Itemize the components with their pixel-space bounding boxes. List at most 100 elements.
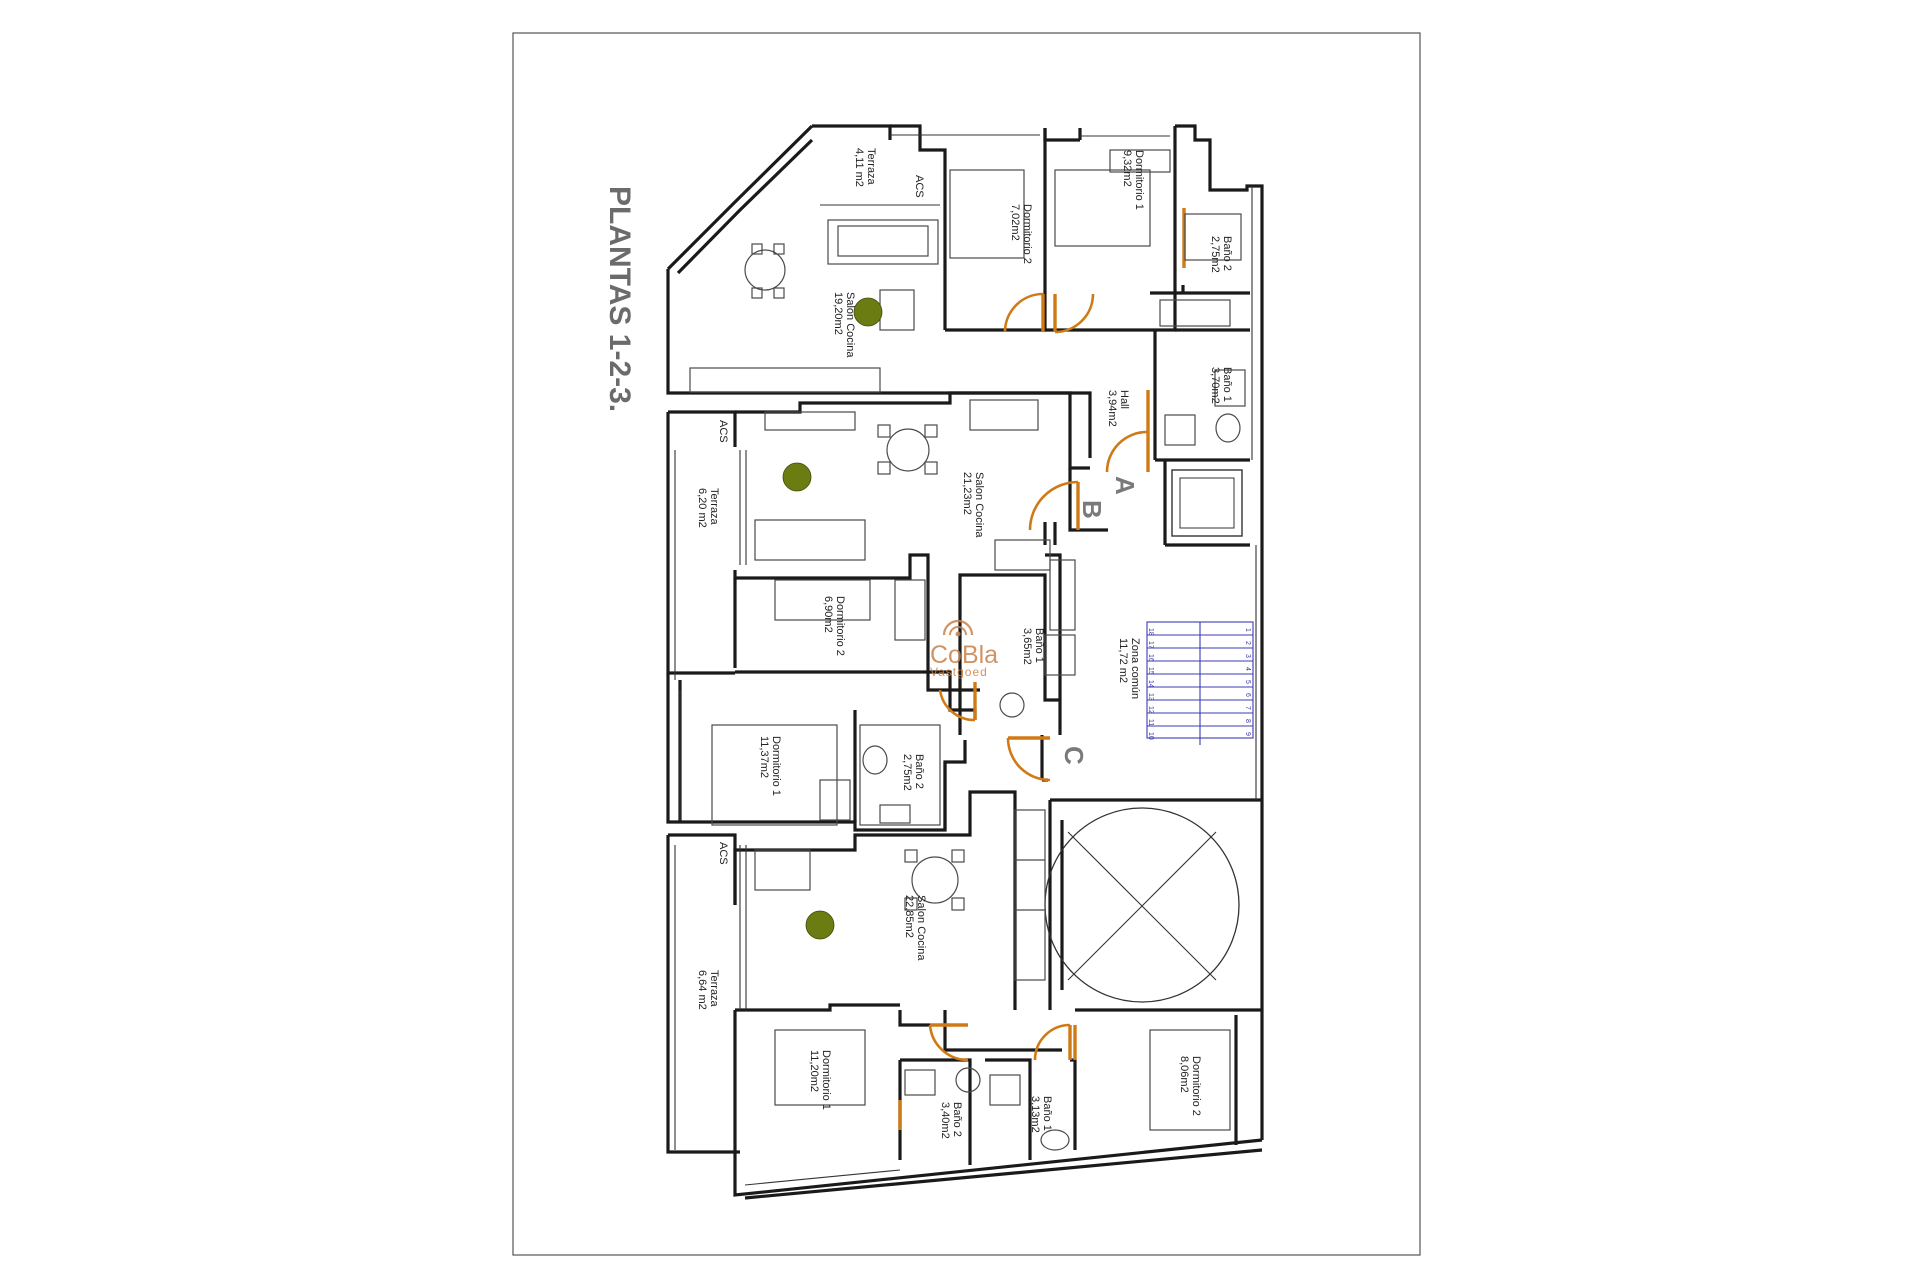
a-dorm1-area: 9,32m2 [1121,150,1133,187]
c-dorm2-area: 8,06m2 [1178,1056,1190,1093]
stair-step-8: 8 [1244,719,1251,723]
cobla-watermark-logo: CoBla Vastgoed [930,619,998,679]
b-bano1-name: Baño 1 [1033,628,1045,663]
stair-step-7: 7 [1244,706,1251,710]
c-bano2-name: Baño 2 [951,1102,963,1137]
stair-step-10: 10 [1147,732,1154,740]
svg-text:Dormitorio 19,32m2: Dormitorio 19,32m2 [1121,150,1145,210]
stair-step-4: 4 [1244,667,1251,671]
svg-text:Terraza4,11 m2: Terraza4,11 m2 [853,148,877,187]
a-dorm2-name: Dormitorio 2 [1021,204,1033,264]
a-salon-area: 19,20m2 [832,292,844,335]
b-bano1-area: 3,65m2 [1021,628,1033,665]
c-bano1-name: Baño 1 [1041,1096,1053,1131]
a-acs-label: ACS [913,175,925,198]
stair-step-16: 16 [1147,654,1154,662]
hall-name: Hall [1118,390,1130,409]
c-salon-area: 22,85m2 [903,895,915,938]
potted-plants [782,297,883,940]
svg-text:Dormitorio 111,20m2: Dormitorio 111,20m2 [808,1050,832,1110]
plan-title: PLANTAS 1-2-3. [603,186,636,412]
stair-step-11: 11 [1147,719,1154,726]
svg-text:Salon Cocina22,85m2: Salon Cocina22,85m2 [903,895,927,961]
b-dorm1-area: 11,37m2 [758,736,770,778]
furniture-unit-c [754,809,1231,1151]
stair-step-6: 6 [1244,693,1251,697]
stair-step-numbers: 18 17 16 15 14 13 12 11 10 1 2 3 4 5 6 7… [1147,628,1251,740]
stair-step-14: 14 [1147,680,1154,688]
furniture-unit-a [689,149,1246,446]
brand-tagline: Vastgoed [930,665,988,679]
elevator-void [1044,469,1243,1003]
b-terraza-name: Terraza [708,488,720,526]
c-terraza-area: 6,64 m2 [696,970,708,1010]
stair-step-9: 9 [1244,732,1251,736]
c-dorm2-name: Dormitorio 2 [1190,1056,1202,1116]
b-salon-area: 21,23m2 [961,472,973,515]
stair-step-5: 5 [1244,680,1251,684]
b-salon-name: Salon Cocina [973,472,985,538]
logo-arc-outer [942,619,974,636]
a-bano2-area: 2,75m2 [1209,236,1221,273]
zona-comun-area: 11,72 m2 [1117,638,1129,683]
unit-label-c: C [1059,746,1089,765]
svg-text:Baño 13,65m2: Baño 13,65m2 [1021,628,1045,665]
logo-dot [955,631,961,637]
svg-text:Dormitorio 26,90m2: Dormitorio 26,90m2 [822,596,846,656]
stair-step-2: 2 [1244,641,1251,645]
b-dorm2-name: Dormitorio 2 [834,596,846,656]
staircase [1146,621,1254,745]
a-bano2-name: Baño 2 [1221,236,1233,271]
furniture-unit-b [711,399,1076,826]
b-bano2-name: Baño 2 [913,754,925,789]
svg-text:Hall3,94m2: Hall3,94m2 [1106,390,1130,427]
svg-text:Terraza6,64 m2: Terraza6,64 m2 [696,970,720,1010]
c-salon-name: Salon Cocina [915,895,927,961]
svg-text:Baño 22,75m2: Baño 22,75m2 [901,754,925,791]
stair-step-13: 13 [1147,693,1154,701]
stair-step-12: 12 [1147,706,1154,714]
svg-text:Baño 13,70m2: Baño 13,70m2 [1209,367,1233,404]
b-bano2-area: 2,75m2 [901,754,913,791]
c-dorm1-area: 11,20m2 [808,1050,820,1092]
a-terraza-name: Terraza [865,148,877,186]
svg-text:Baño 13,13m2: Baño 13,13m2 [1029,1096,1053,1133]
logo-arc-inner [949,626,967,636]
doors [898,208,1186,1130]
c-bano2-area: 3,40m2 [939,1102,951,1139]
stair-step-17: 17 [1147,641,1154,649]
c-acs-label: ACS [717,842,729,865]
svg-text:Dormitorio 28,06m2: Dormitorio 28,06m2 [1178,1056,1202,1116]
unit-label-b: B [1077,500,1107,519]
stair-step-3: 3 [1244,654,1251,658]
svg-text:Baño 23,40m2: Baño 23,40m2 [939,1102,963,1139]
a-salon-name: Salon Cocina [844,292,856,358]
unit-letters: A B C [1059,476,1140,765]
unit-label-a: A [1110,476,1140,495]
c-bano1-area: 3,13m2 [1029,1096,1041,1133]
b-acs-label: ACS [717,420,729,443]
a-dorm1-name: Dormitorio 1 [1133,150,1145,210]
svg-text:Terraza6,20 m2: Terraza6,20 m2 [696,488,720,528]
c-dorm1-name: Dormitorio 1 [820,1050,832,1110]
svg-text:Dormitorio 111,37m2: Dormitorio 111,37m2 [758,736,782,796]
stair-step-1: 1 [1244,628,1251,632]
a-dorm2-area: 7,02m2 [1009,204,1021,241]
sheet-frame [512,32,1421,1256]
a-terraza-area: 4,11 m2 [853,148,865,187]
stair-step-18: 18 [1147,628,1154,636]
svg-text:Baño 22,75m2: Baño 22,75m2 [1209,236,1233,273]
c-terraza-name: Terraza [708,970,720,1008]
a-bano1-area: 3,70m2 [1209,367,1221,404]
svg-text:Dormitorio 27,02m2: Dormitorio 27,02m2 [1009,204,1033,264]
stair-step-15: 15 [1147,667,1154,675]
zona-comun-name: Zona común [1129,638,1141,699]
b-dorm2-area: 6,90m2 [822,596,834,633]
hall-area: 3,94m2 [1106,390,1118,427]
brand-name: CoBla [930,641,998,669]
b-dorm1-name: Dormitorio 1 [770,736,782,796]
a-bano1-name: Baño 1 [1221,367,1233,402]
svg-text:Zona común11,72 m2: Zona común11,72 m2 [1117,638,1141,699]
svg-text:Salon Cocina19,20m2: Salon Cocina19,20m2 [832,292,856,358]
